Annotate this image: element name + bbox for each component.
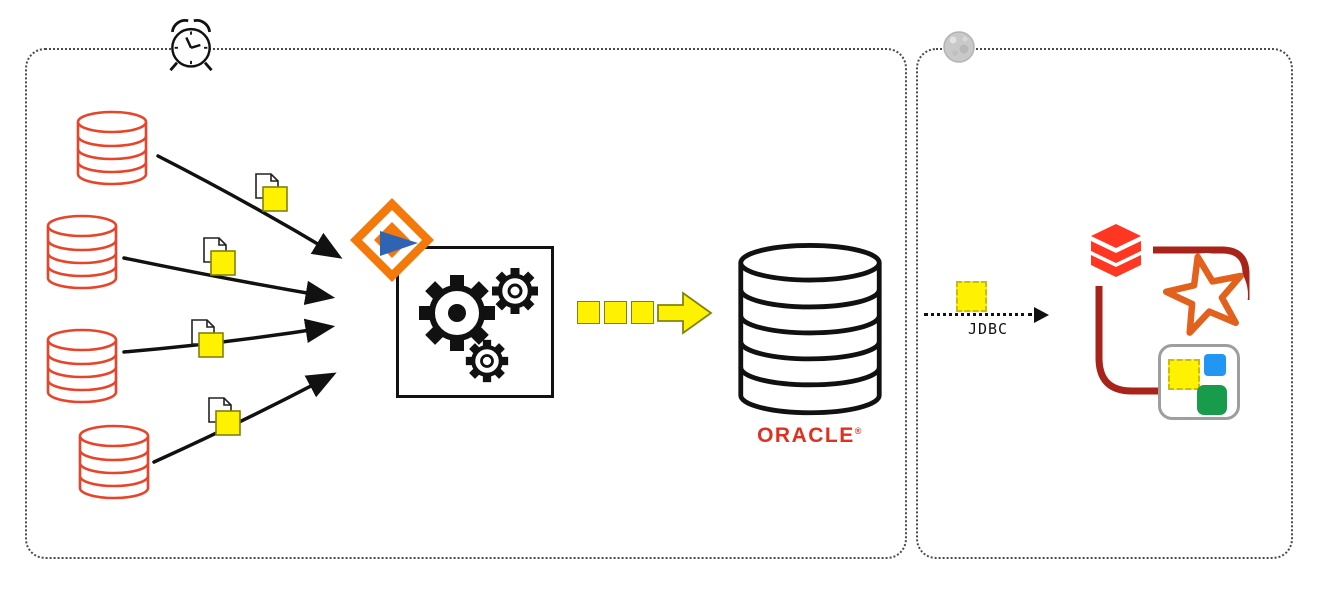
batch-etl-panel <box>25 48 907 559</box>
source-db-4 <box>78 424 150 500</box>
app-window-icon <box>1158 344 1240 420</box>
alarm-clock-icon <box>169 19 213 72</box>
orange-star-logo <box>1163 253 1248 337</box>
arrow-db3-etl <box>122 318 336 354</box>
yellow-file-note-icon <box>255 173 288 212</box>
databricks-logo <box>1080 220 1152 286</box>
yellow-file-note-icon <box>203 237 236 276</box>
databricks-stack-icon <box>1091 224 1141 277</box>
yellow-tile-icon <box>1168 359 1200 390</box>
yellow-square-icon <box>956 281 987 312</box>
yellow-blocks-arrow <box>657 291 713 335</box>
arrow-db4-etl <box>152 372 337 464</box>
source-db-3 <box>46 328 118 404</box>
blue-tile-icon <box>1204 354 1226 376</box>
arrow-db2-etl <box>122 256 336 305</box>
moon-icon <box>943 31 975 63</box>
yellow-block-icon <box>577 301 600 324</box>
source-db-2 <box>46 214 118 290</box>
source-db-1 <box>76 110 148 186</box>
red-flow-loop <box>1095 246 1250 395</box>
yellow-file-note-icon <box>191 319 224 358</box>
registered-mark: ® <box>854 426 863 436</box>
orange-diamond-etl-logo <box>350 198 434 282</box>
yellow-block-icon <box>604 301 627 324</box>
green-tile-icon <box>1197 385 1227 415</box>
oracle-wordmark: ORACLE® <box>735 424 885 448</box>
oracle-label-text: ORACLE <box>757 424 855 447</box>
jdbc-dotted-line <box>924 313 1032 316</box>
jdbc-arrowhead-icon <box>1034 307 1049 323</box>
yellow-block-icon <box>631 301 654 324</box>
gears-processing-box <box>396 246 554 398</box>
jdbc-label: JDBC <box>967 320 1009 338</box>
oracle-db-cylinder <box>738 243 882 416</box>
yellow-file-note-icon <box>208 397 241 436</box>
arrow-db1-etl <box>156 154 343 259</box>
jdbc-extract-panel <box>916 48 1293 559</box>
